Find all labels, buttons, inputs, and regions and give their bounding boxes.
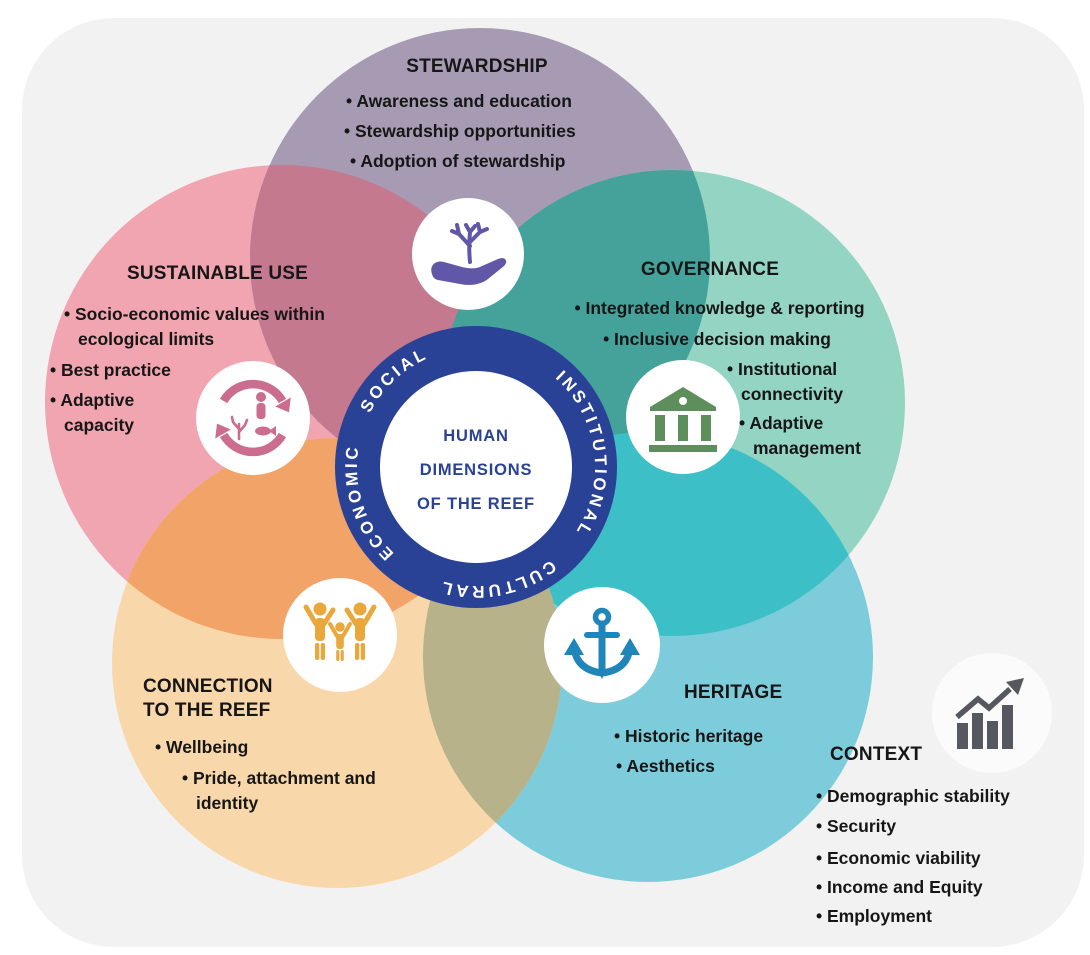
heritage-title: HERITAGE bbox=[684, 682, 783, 703]
badge-title-line2: DIMENSIONS bbox=[420, 461, 533, 479]
context-item: • Security bbox=[816, 816, 897, 836]
sustainable-use-item: • Adaptive capacity bbox=[50, 390, 135, 435]
hand-holding-coral-icon bbox=[431, 222, 507, 285]
governance-item: • Adaptive management bbox=[739, 413, 861, 458]
family-raised-arms-icon bbox=[303, 602, 377, 661]
governance-title: GOVERNANCE bbox=[640, 259, 780, 280]
stewardship-item: • Adoption of stewardship bbox=[350, 151, 566, 171]
bank-building-icon bbox=[649, 387, 717, 452]
governance-item: • Integrated knowledge & reporting bbox=[574, 298, 865, 318]
center-badge-inner bbox=[380, 371, 572, 563]
cycle-person-fish-coral-icon bbox=[215, 379, 291, 457]
connection-item: • Pride, attachment and identity bbox=[182, 768, 376, 813]
context-title: CONTEXT bbox=[830, 744, 923, 765]
stewardship-item: • Stewardship opportunities bbox=[344, 121, 576, 141]
sustainable-use-item: • Socio-economic values within ecologica… bbox=[64, 304, 325, 349]
badge-title-line1: HUMAN bbox=[443, 427, 508, 445]
sustainable-use-icon-circle bbox=[196, 361, 310, 475]
context-item: • Economic viability bbox=[816, 848, 981, 868]
stewardship-item: • Awareness and education bbox=[346, 91, 572, 111]
anchor-icon bbox=[564, 607, 640, 679]
context-item: • Employment bbox=[816, 906, 933, 926]
bar-chart-rising-icon bbox=[955, 678, 1024, 749]
governance-item: • Institutional connectivity bbox=[727, 359, 844, 404]
connection-item: • Wellbeing bbox=[155, 737, 249, 757]
connection-title: CONNECTION TO THE REEF bbox=[143, 676, 273, 721]
sustainable-use-item: • Best practice bbox=[50, 360, 171, 380]
context-item: • Demographic stability bbox=[816, 786, 1010, 806]
heritage-item: • Aesthetics bbox=[616, 756, 715, 776]
heritage-item: • Historic heritage bbox=[614, 726, 764, 746]
sustainable-use-title: SUSTAINABLE USE bbox=[127, 263, 309, 284]
context-item: • Income and Equity bbox=[816, 877, 983, 897]
governance-item: • Inclusive decision making bbox=[603, 329, 831, 349]
stewardship-title: STEWARDSHIP bbox=[406, 56, 548, 77]
badge-title-line3: OF THE REEF bbox=[417, 495, 535, 513]
